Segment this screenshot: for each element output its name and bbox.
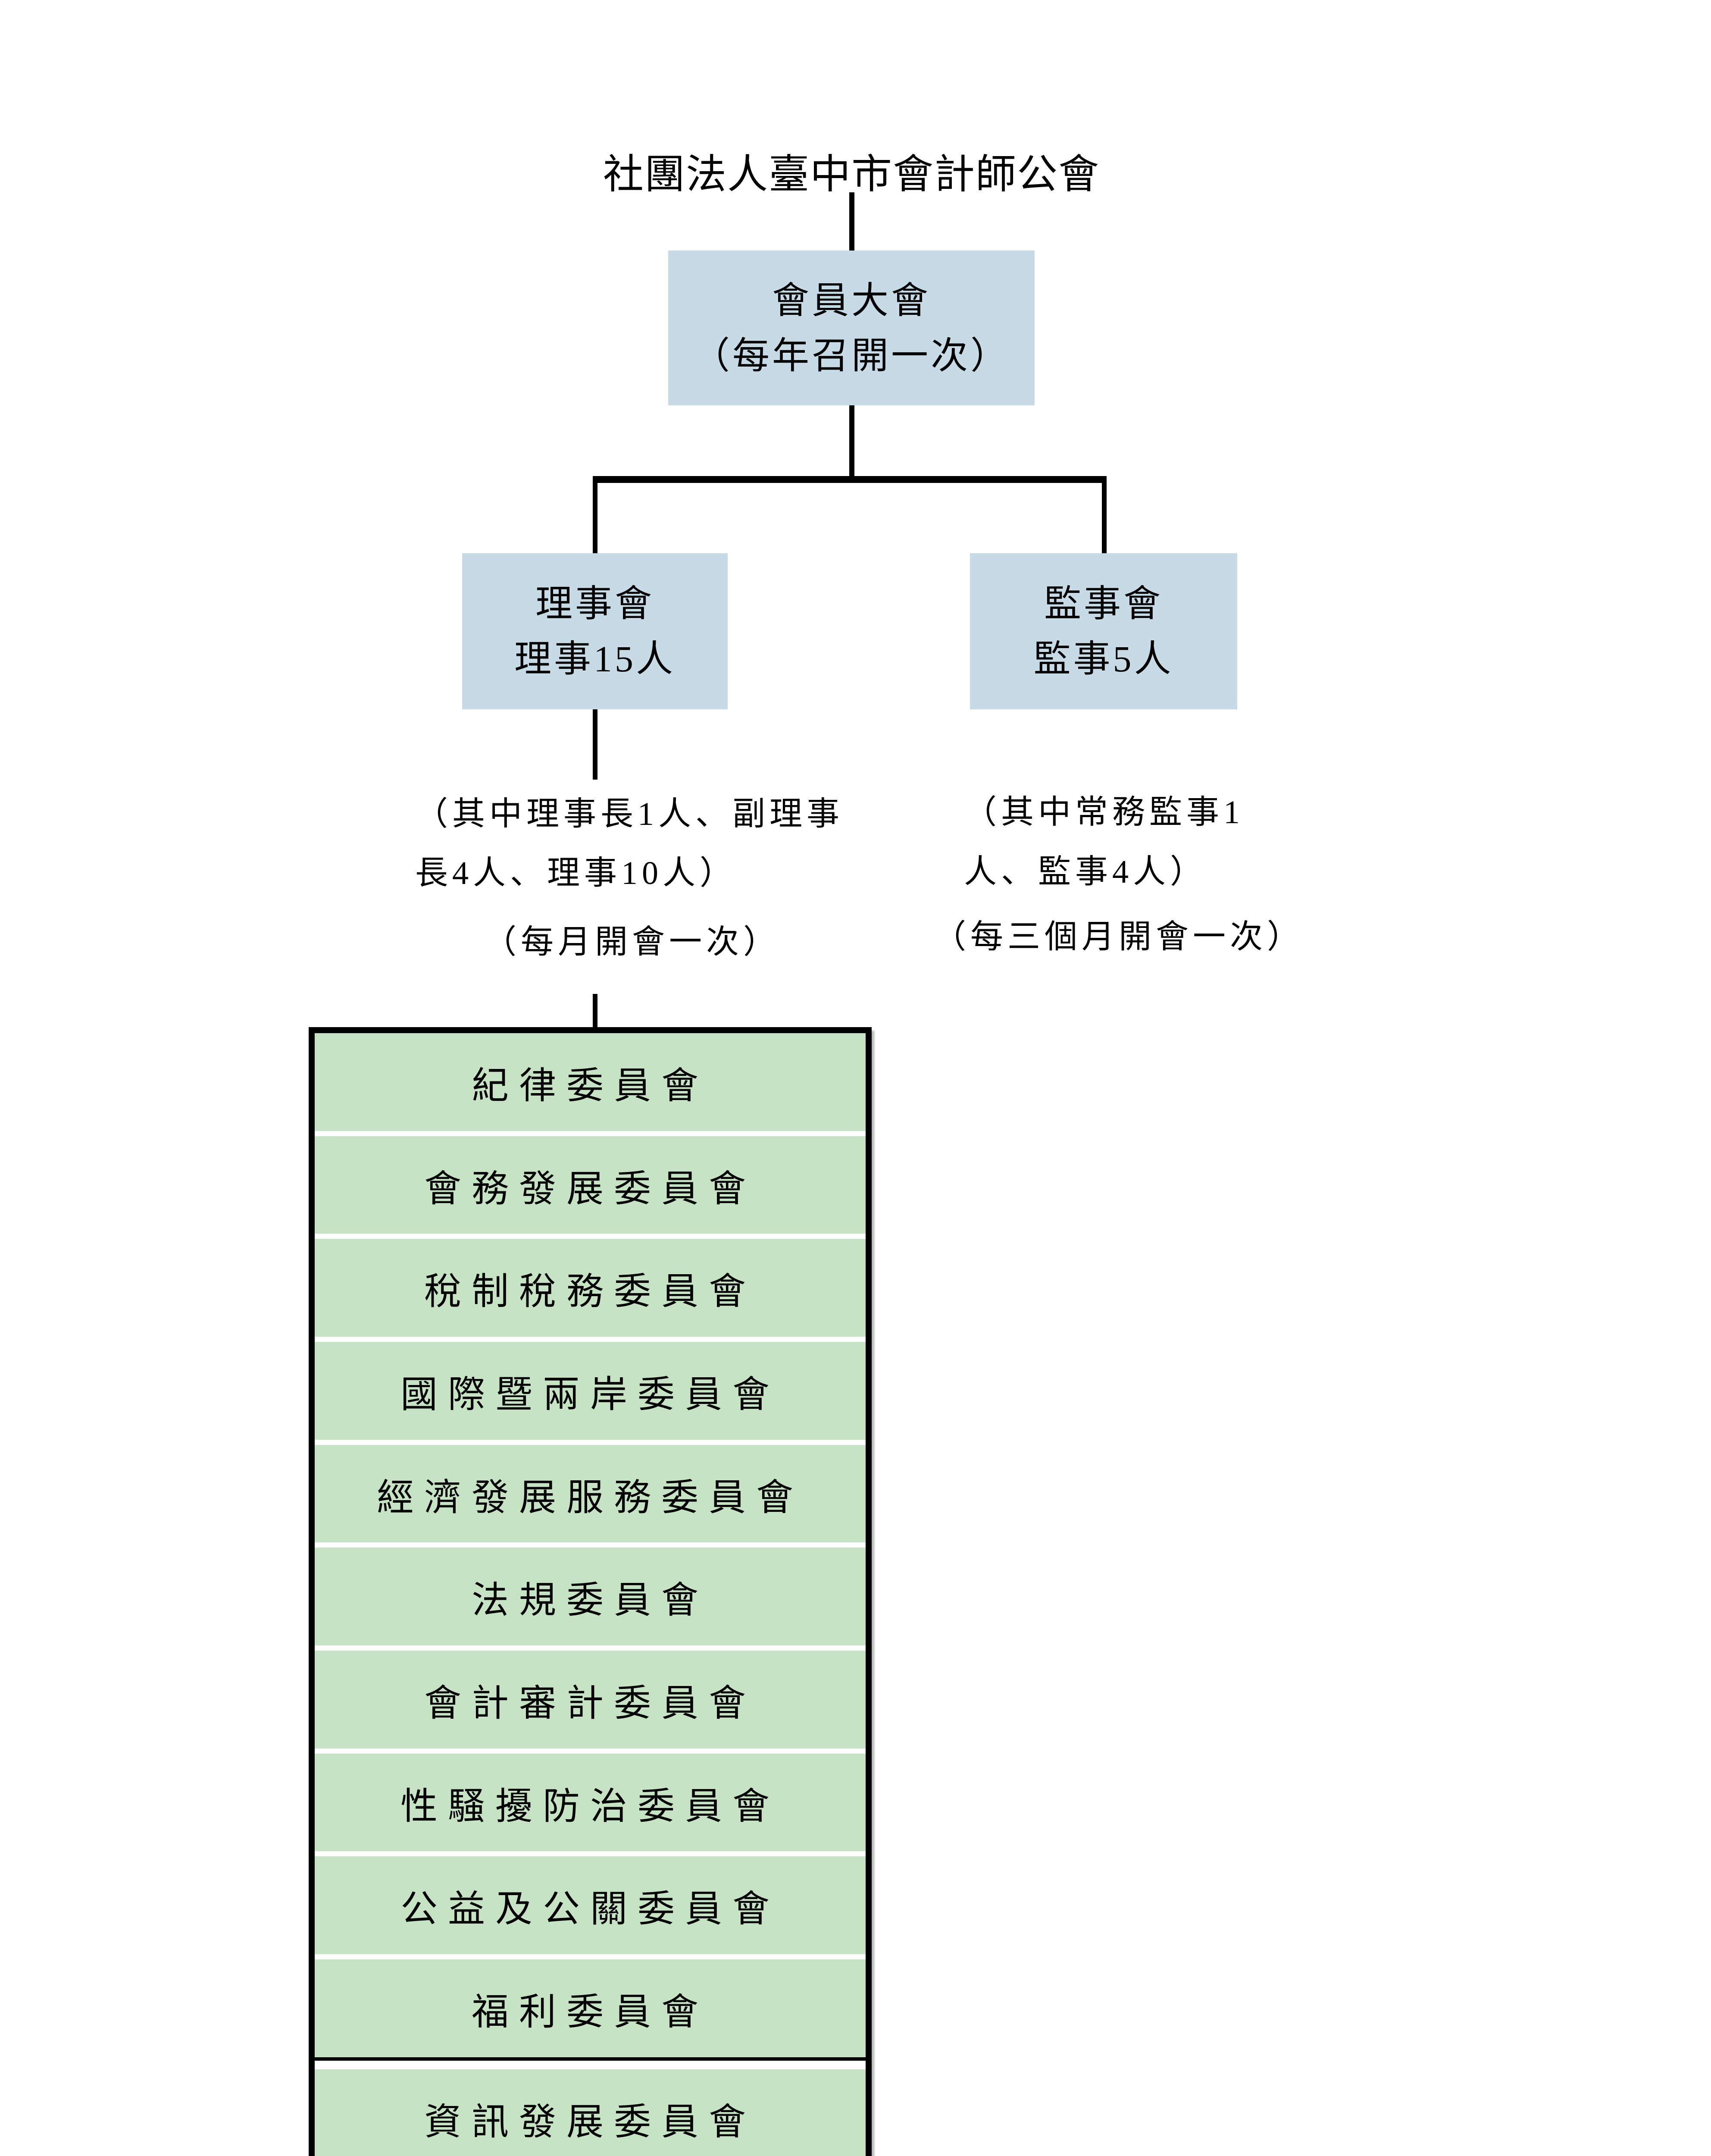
node-member-assembly-schedule: （每年召開一次） bbox=[693, 335, 1010, 376]
connector-directors-to-committees bbox=[593, 994, 597, 1031]
committee-label: 稅制稅務委員會 bbox=[424, 1271, 756, 1313]
committee-label: 國際暨兩岸委員會 bbox=[400, 1373, 780, 1415]
note-directors-composition: （其中理事長1人、副理事 長4人、理事10人） bbox=[415, 785, 844, 903]
connector-title-to-assembly bbox=[849, 192, 854, 252]
page-title: 社團法人臺中市會計師公會 bbox=[603, 152, 1100, 197]
connector-assembly-to-bar bbox=[849, 404, 854, 479]
committee-label: 紀律委員會 bbox=[472, 1065, 709, 1106]
connector-bar-to-directors bbox=[593, 482, 597, 554]
connector-directors-stub bbox=[593, 708, 597, 780]
note-supervisors-composition-line2: 人、監事4人） bbox=[964, 854, 1207, 890]
committee-stack: 紀律委員會 會務發展委員會 稅制稅務委員會 國際暨兩岸委員會 經濟發展服務委員會… bbox=[309, 1027, 872, 2156]
committee-label: 性騷擾防治委員會 bbox=[400, 1785, 780, 1827]
committee-label: 公益及公關委員會 bbox=[400, 1888, 780, 1930]
committee-cell: 福利委員會 bbox=[315, 1959, 866, 2057]
node-board-of-directors: 理事會 理事15人 bbox=[462, 553, 728, 709]
committee-cell: 經濟發展服務委員會 bbox=[315, 1445, 866, 1543]
committee-cell: 性騷擾防治委員會 bbox=[315, 1753, 866, 1852]
node-board-of-supervisors: 監事會 監事5人 bbox=[970, 553, 1237, 709]
committee-cell: 會計審計委員會 bbox=[315, 1651, 866, 1749]
stack-divider bbox=[315, 2057, 866, 2061]
note-directors-meeting: （每月開會一次） bbox=[484, 924, 780, 960]
committee-label: 法規委員會 bbox=[472, 1579, 709, 1621]
committee-label: 會務發展委員會 bbox=[424, 1168, 756, 1210]
node-member-assembly: 會員大會 （每年召開一次） bbox=[668, 251, 1035, 405]
committee-cell: 會務發展委員會 bbox=[315, 1136, 866, 1234]
committee-label: 福利委員會 bbox=[472, 1991, 709, 2033]
committee-label: 經濟發展服務委員會 bbox=[377, 1476, 804, 1518]
committee-cell: 資訊發展委員會 bbox=[315, 2069, 866, 2156]
node-board-of-directors-name: 理事會 bbox=[535, 583, 654, 624]
connector-bar-to-supervisors bbox=[1102, 482, 1107, 554]
note-supervisors-composition: （其中常務監事1 人、監事4人） bbox=[964, 783, 1244, 902]
connector-horizontal-bar bbox=[593, 476, 1107, 483]
node-board-of-directors-members: 理事15人 bbox=[514, 638, 676, 680]
node-member-assembly-name: 會員大會 bbox=[772, 279, 931, 321]
note-directors-composition-line2: 長4人、理事10人） bbox=[415, 855, 737, 891]
node-board-of-supervisors-members: 監事5人 bbox=[1033, 638, 1174, 680]
node-board-of-supervisors-name: 監事會 bbox=[1044, 583, 1163, 624]
committee-cell: 紀律委員會 bbox=[315, 1033, 866, 1131]
committee-label: 資訊發展委員會 bbox=[424, 2101, 756, 2143]
note-supervisors-meeting: （每三個月開會一次） bbox=[933, 919, 1304, 955]
committee-cell: 國際暨兩岸委員會 bbox=[315, 1342, 866, 1440]
committee-cell: 公益及公關委員會 bbox=[315, 1856, 866, 1955]
note-directors-composition-line1: （其中理事長1人、副理事 bbox=[415, 796, 844, 832]
committee-label: 會計審計委員會 bbox=[424, 1682, 756, 1724]
committee-cell: 稅制稅務委員會 bbox=[315, 1239, 866, 1337]
note-supervisors-composition-line1: （其中常務監事1 bbox=[964, 794, 1244, 830]
committee-cell: 法規委員會 bbox=[315, 1548, 866, 1646]
